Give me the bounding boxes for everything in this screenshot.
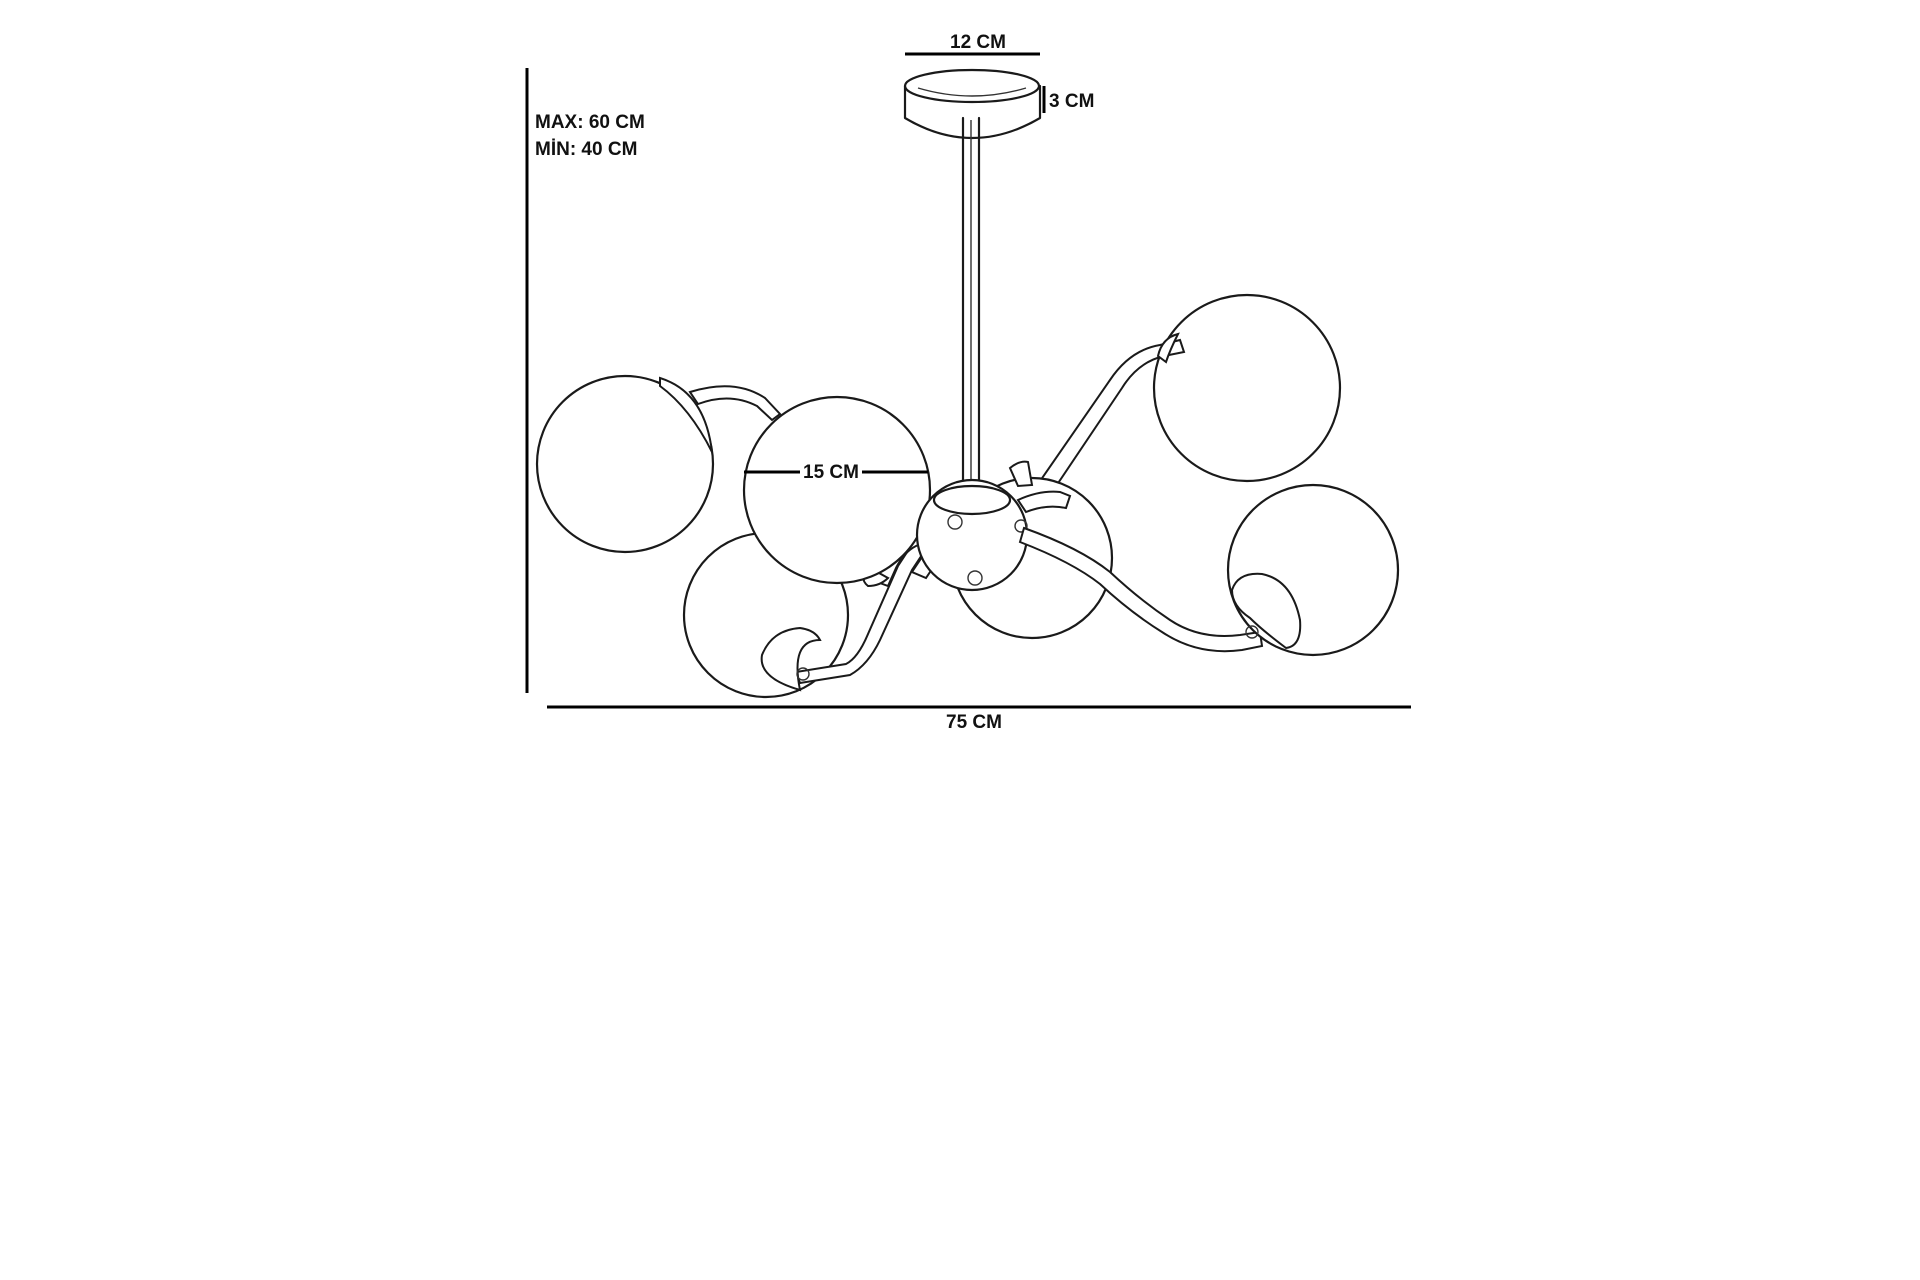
hanging-rod (961, 116, 981, 494)
socket-front-left (796, 667, 810, 681)
globe-back-left (535, 374, 715, 554)
globe-back-right (1152, 293, 1342, 483)
total-width-label: 75 CM (946, 712, 1002, 733)
ceiling-canopy (903, 68, 1042, 139)
arm-back-right-lower (1016, 490, 1072, 514)
central-hub (915, 460, 1034, 592)
globe-cap-front-left (760, 626, 822, 692)
min-height-label: MİN: 40 CM (535, 139, 638, 160)
globe-front-middle-left (742, 395, 932, 585)
globe-front-right (1226, 483, 1400, 657)
globe-diameter-label: 15 CM (801, 462, 861, 483)
arm-back-right (1018, 332, 1186, 518)
globe-cap-front-right (1230, 572, 1302, 650)
canopy-width-label: 12 CM (950, 32, 1006, 53)
globe-cap-back-left (659, 376, 713, 453)
arm-back-left (688, 385, 782, 422)
arm-front-right (1018, 526, 1264, 653)
max-height-label: MAX: 60 CM (535, 112, 645, 133)
canopy-height-label: 3 CM (1049, 91, 1095, 112)
socket-front-right (1245, 625, 1259, 639)
